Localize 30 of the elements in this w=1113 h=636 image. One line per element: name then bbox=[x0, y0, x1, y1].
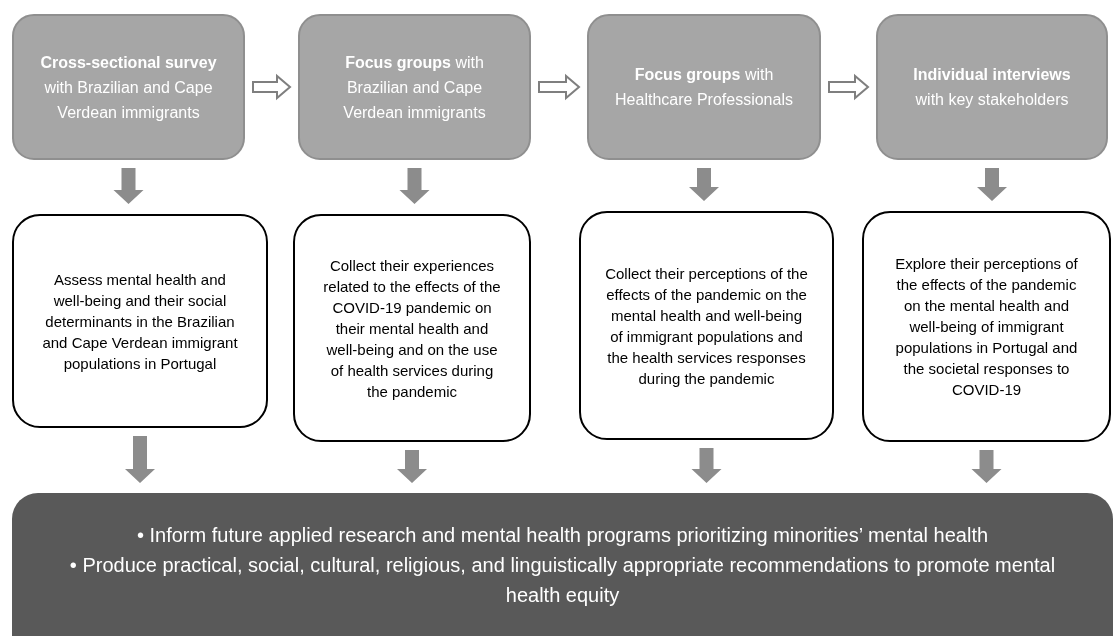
method-box bbox=[876, 14, 1108, 160]
arrow bbox=[399, 168, 430, 204]
objective-box bbox=[293, 214, 531, 442]
box-text: Assess mental health and well-being and their social determinants in the Brazilian and Cape Verdean immigrant populations in Portugal bbox=[41, 269, 239, 374]
box-text: Focus groups with Healthcare Professionals bbox=[614, 65, 794, 110]
method-box bbox=[12, 14, 245, 160]
arrow bbox=[828, 73, 870, 101]
method-box bbox=[587, 14, 821, 160]
outcome-text: • Produce practical, social, cultural, religious, and linguistically appropriate recommendations to promote mental health equity bbox=[68, 552, 1057, 608]
outcome-box bbox=[12, 493, 1113, 636]
arrow bbox=[113, 168, 144, 204]
box-text: Individual interviews with key stakeholders bbox=[912, 65, 1072, 110]
objective-box bbox=[862, 211, 1111, 442]
box-text: Collect their perceptions of the effects of the pandemic on the mental health and well-being of immigrant populations and the health services responses during the pandemic bbox=[605, 263, 808, 389]
box-text: Focus groups with Brazilian and Cape Verdean immigrants bbox=[342, 52, 487, 123]
arrow bbox=[125, 436, 155, 483]
arrow bbox=[689, 168, 719, 201]
objective-box bbox=[12, 214, 268, 428]
arrow bbox=[397, 450, 427, 483]
box-text: Collect their experiences related to the effects of the COVID-19 pandemic on their mental health and well-being and on the use of health services during the pandemic bbox=[322, 255, 502, 402]
arrow bbox=[977, 168, 1007, 201]
method-box bbox=[298, 14, 531, 160]
box-text: Cross-sectional survey with Brazilian and Cape Verdean immigrants bbox=[39, 52, 218, 123]
arrow bbox=[971, 450, 1002, 483]
arrow bbox=[252, 73, 292, 101]
arrow bbox=[691, 448, 722, 483]
box-text: Explore their perceptions of the effects of the pandemic on the mental health and well-being of immigrant populations in Portugal and the societal responses to COVID-19 bbox=[894, 254, 1079, 400]
arrow bbox=[538, 73, 581, 101]
objective-box bbox=[579, 211, 834, 440]
outcome-text: • Inform future applied research and mental health programs prioritizing minorities’ mental health bbox=[135, 522, 990, 548]
